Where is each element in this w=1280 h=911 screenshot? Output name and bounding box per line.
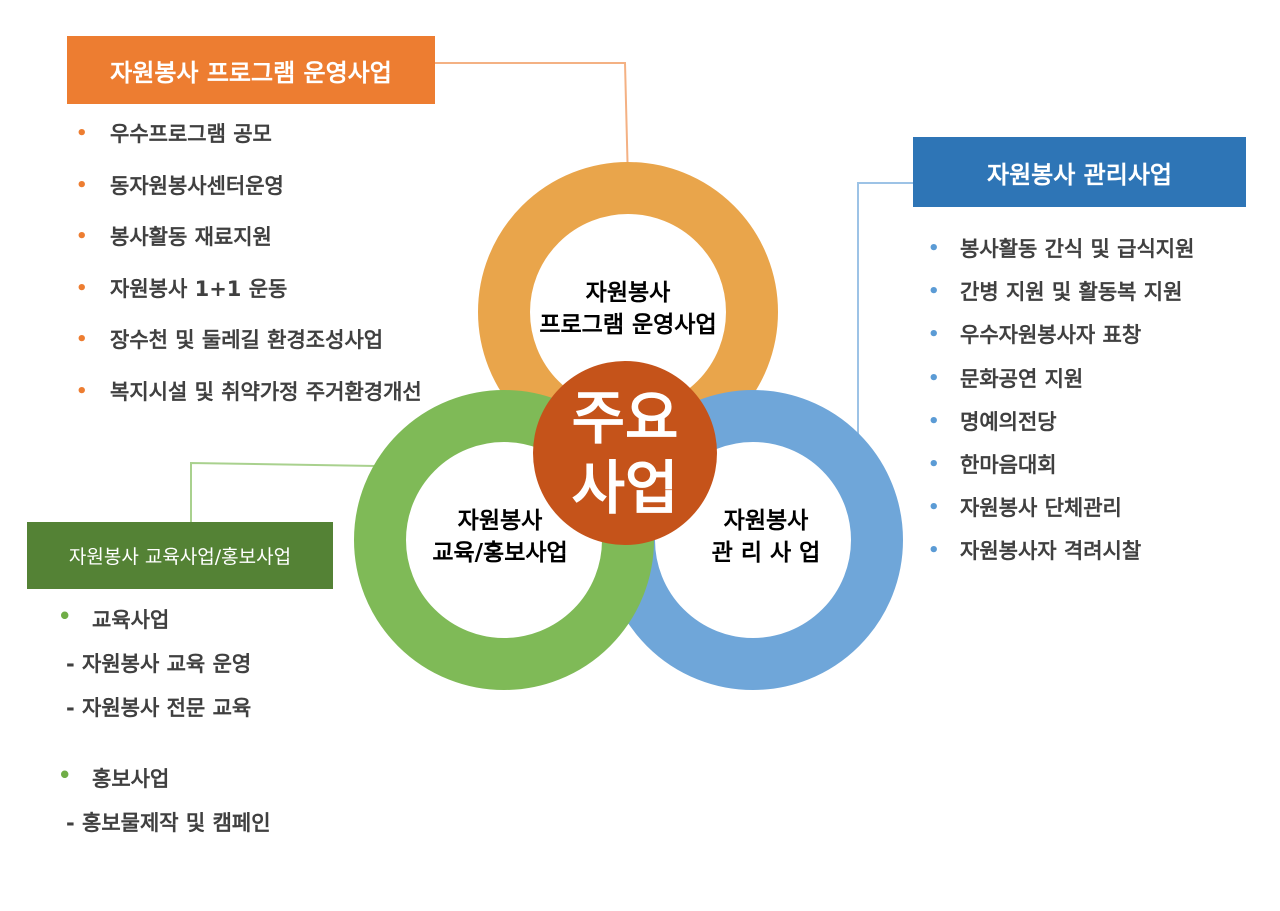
education-header-label: 자원봉사 교육사업/홍보사업 bbox=[68, 546, 292, 568]
management-header: 자원봉사 관리사업 bbox=[913, 137, 1246, 207]
list-item-label: 동자원봉사센터운영 bbox=[110, 173, 284, 198]
list-item: • 자원봉사 1+1 운동 bbox=[76, 273, 422, 325]
center-label: 주요 사업 bbox=[533, 361, 717, 545]
edu-item: - 자원봉사 전문 교육 bbox=[66, 696, 252, 720]
ring-label-program: 자원봉사 프로그램 운영사업 bbox=[528, 277, 728, 341]
bullet-icon: • bbox=[928, 324, 940, 346]
bullet-icon: • bbox=[58, 604, 72, 628]
list-item: • 봉사활동 재료지원 bbox=[76, 221, 422, 273]
bullet-icon: • bbox=[76, 174, 88, 196]
pr-item: - 홍보물제작 및 캠페인 bbox=[66, 811, 271, 835]
ring-label-education: 자원봉사 교육/홍보사업 bbox=[400, 505, 600, 569]
center-line2: 사업 bbox=[571, 454, 679, 522]
pr-title: • 홍보사업 bbox=[58, 763, 170, 793]
list-item: • 복지시설 및 취약가정 주거환경개선 bbox=[76, 376, 422, 428]
list-item-label: 문화공연 지원 bbox=[960, 366, 1084, 391]
bullet-icon: • bbox=[58, 763, 72, 787]
bullet-icon: • bbox=[76, 277, 88, 299]
list-item-label: 명예의전당 bbox=[960, 409, 1057, 434]
management-list: • 봉사활동 간식 및 급식지원 • 간병 지원 및 활동복 지원 • 우수자원봉사자… bbox=[928, 232, 1195, 578]
program-header-label: 자원봉사 프로그램 운영사업 bbox=[110, 58, 392, 87]
ring-label-program-line1: 자원봉사 bbox=[585, 280, 671, 306]
list-item-label: 자원봉사 1+1 운동 bbox=[110, 276, 288, 301]
connector-program bbox=[435, 62, 629, 183]
list-item: • 우수자원봉사자 표창 bbox=[928, 318, 1194, 361]
bullet-icon: • bbox=[928, 540, 940, 562]
list-item-label: 봉사활동 간식 및 급식지원 bbox=[960, 237, 1195, 261]
list-item-label: 우수프로그램 공모 bbox=[110, 122, 272, 146]
list-item-label: 장수천 및 둘레길 환경조성사업 bbox=[110, 328, 384, 352]
list-item: • 봉사활동 간식 및 급식지원 bbox=[928, 232, 1195, 275]
list-item-label: 한마음대회 bbox=[960, 452, 1057, 477]
ring-label-management-line1: 자원봉사 bbox=[723, 508, 809, 534]
bullet-icon: • bbox=[928, 410, 940, 432]
bullet-icon: • bbox=[928, 453, 940, 475]
bullet-icon: • bbox=[928, 497, 940, 519]
edu-title-label: 교육사업 bbox=[92, 608, 170, 632]
pr-title-label: 홍보사업 bbox=[92, 767, 170, 791]
list-item: • 자원봉사자 격려시찰 bbox=[928, 534, 1194, 577]
list-item-label: 우수자원봉사자 표창 bbox=[960, 323, 1142, 348]
list-item: • 명예의전당 bbox=[928, 405, 1194, 448]
ring-label-management: 자원봉사 관 리 사 업 bbox=[666, 505, 866, 569]
list-item: • 자원봉사 단체관리 bbox=[928, 491, 1194, 534]
list-item-label: 봉사활동 재료지원 bbox=[110, 225, 272, 249]
ring-label-education-line2: 교육/홍보사업 bbox=[432, 540, 568, 566]
center-disc bbox=[533, 361, 717, 545]
list-item: • 한마음대회 bbox=[928, 448, 1194, 491]
list-item: • 간병 지원 및 활동복 지원 bbox=[928, 275, 1194, 318]
list-item-label: 간병 지원 및 활동복 지원 bbox=[960, 280, 1183, 305]
bullet-icon: • bbox=[928, 238, 940, 259]
program-list: • 우수프로그램 공모 • 동자원봉사센터운영 • 봉사활동 재료지원 • 자원봉사 1… bbox=[76, 118, 422, 428]
list-item-label: 복지시설 및 취약가정 주거환경개선 bbox=[110, 379, 422, 404]
connector-education bbox=[190, 461, 377, 522]
list-item-label: 자원봉사자 격려시찰 bbox=[960, 539, 1142, 564]
bullet-icon: • bbox=[928, 367, 940, 389]
education-header: 자원봉사 교육사업/홍보사업 bbox=[27, 522, 333, 589]
list-item-label: 자원봉사 단체관리 bbox=[960, 496, 1122, 521]
ring-label-program-line2: 프로그램 운영사업 bbox=[539, 312, 717, 338]
bullet-icon: • bbox=[76, 329, 88, 350]
management-header-label: 자원봉사 관리사업 bbox=[987, 160, 1172, 189]
ring-label-education-line1: 자원봉사 bbox=[457, 508, 543, 534]
edu-title: • 교육사업 bbox=[58, 604, 170, 634]
edu-item: - 자원봉사 교육 운영 bbox=[66, 652, 252, 676]
bullet-icon: • bbox=[76, 380, 88, 402]
connector-management bbox=[857, 182, 913, 437]
bullet-icon: • bbox=[76, 226, 88, 247]
list-item: • 문화공연 지원 bbox=[928, 362, 1194, 405]
program-header: 자원봉사 프로그램 운영사업 bbox=[67, 36, 435, 104]
bullet-icon: • bbox=[928, 281, 940, 303]
center-line1: 주요 bbox=[571, 384, 679, 452]
list-item: • 우수프로그램 공모 bbox=[76, 118, 422, 170]
ring-label-management-line2: 관 리 사 업 bbox=[711, 540, 821, 566]
bullet-icon: • bbox=[76, 123, 88, 144]
list-item: • 동자원봉사센터운영 bbox=[76, 170, 422, 222]
list-item: • 장수천 및 둘레길 환경조성사업 bbox=[76, 324, 422, 376]
